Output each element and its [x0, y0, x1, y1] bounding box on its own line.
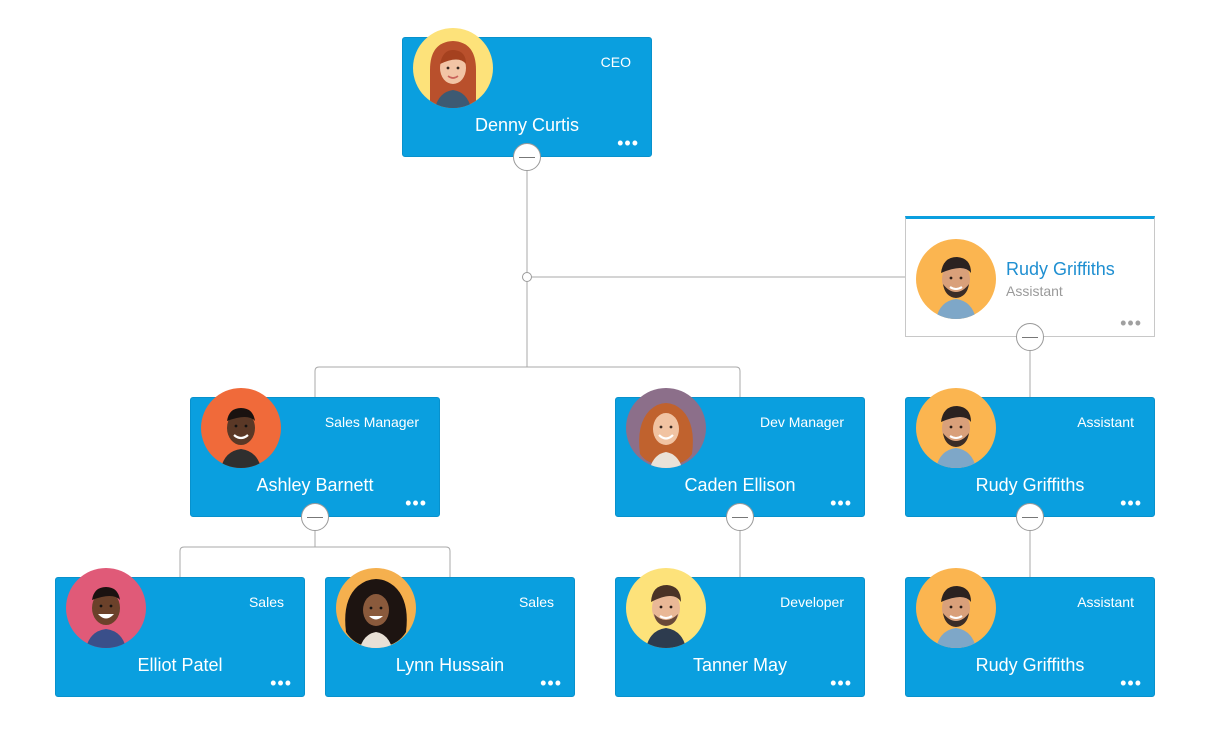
name-label: Rudy Griffiths — [975, 655, 1085, 675]
man-beard-avatar-icon — [916, 388, 996, 468]
avatar — [916, 239, 996, 319]
avatar — [201, 388, 281, 468]
role-label: Assistant — [1077, 594, 1134, 610]
name-label: Denny Curtis — [474, 115, 580, 135]
role-label: Dev Manager — [759, 414, 844, 430]
role-label: Assistant — [1077, 414, 1134, 430]
role-label: Assistant — [1006, 283, 1063, 299]
avatar — [66, 568, 146, 648]
name-label: Caden Ellison — [684, 475, 796, 495]
card-sales-lynn[interactable]: Sales Lynn Hussain ••• — [325, 568, 575, 697]
card-assistant-top[interactable]: Rudy Griffiths Assistant ••• — [905, 216, 1155, 337]
card-sales-manager[interactable]: Sales Manager Ashley Barnett ••• — [190, 388, 440, 517]
man-dark-skin-avatar-icon — [201, 388, 281, 468]
man-beard-avatar-icon — [916, 239, 996, 319]
more-options-icon[interactable]: ••• — [1120, 673, 1142, 693]
role-label: Sales — [248, 594, 284, 610]
more-options-icon[interactable]: ••• — [540, 673, 562, 693]
more-options-icon[interactable]: ••• — [1120, 493, 1142, 513]
connector-managers — [314, 366, 741, 397]
name-label: Rudy Griffiths — [1006, 259, 1115, 279]
man-smiling-avatar-icon — [66, 568, 146, 648]
more-options-icon[interactable]: ••• — [830, 493, 852, 513]
avatar — [336, 568, 416, 648]
collapse-toggle-dev-manager[interactable] — [726, 503, 754, 531]
card-assistant-mid[interactable]: Assistant Rudy Griffiths ••• — [905, 388, 1155, 517]
role-label: Sales — [518, 594, 554, 610]
more-options-icon[interactable]: ••• — [617, 133, 639, 153]
name-label: Lynn Hussain — [395, 655, 505, 675]
branch-dot — [522, 272, 532, 282]
collapse-toggle-assistant-top[interactable] — [1016, 323, 1044, 351]
collapse-toggle-assistant-mid[interactable] — [1016, 503, 1044, 531]
woman-curly-red-avatar-icon — [626, 388, 706, 468]
name-label: Tanner May — [692, 655, 788, 675]
more-options-icon[interactable]: ••• — [1120, 313, 1142, 333]
card-developer[interactable]: Developer Tanner May ••• — [615, 568, 865, 697]
connector-sales — [179, 546, 451, 577]
name-label: Rudy Griffiths — [975, 475, 1085, 495]
man-beard-avatar-icon — [916, 568, 996, 648]
avatar — [626, 388, 706, 468]
name-label: Elliot Patel — [137, 655, 223, 675]
card-assistant-bottom[interactable]: Assistant Rudy Griffiths ••• — [905, 568, 1155, 697]
avatar — [916, 388, 996, 468]
man-short-hair-avatar-icon — [626, 568, 706, 648]
role-label: Sales Manager — [324, 414, 419, 430]
avatar — [626, 568, 706, 648]
more-options-icon[interactable]: ••• — [270, 673, 292, 693]
avatar — [413, 28, 493, 108]
collapse-toggle-ceo[interactable] — [513, 143, 541, 171]
role-label: Developer — [780, 594, 844, 610]
card-sales-elliot[interactable]: Sales Elliot Patel ••• — [55, 568, 305, 697]
woman-red-hair-avatar-icon — [413, 28, 493, 108]
card-ceo[interactable]: CEO Denny Curtis ••• — [402, 28, 652, 157]
woman-curly-dark-avatar-icon — [336, 568, 416, 648]
name-label: Ashley Barnett — [256, 475, 374, 495]
more-options-icon[interactable]: ••• — [405, 493, 427, 513]
collapse-toggle-sales-manager[interactable] — [301, 503, 329, 531]
avatar — [916, 568, 996, 648]
role-label: CEO — [600, 54, 631, 70]
card-dev-manager[interactable]: Dev Manager Caden Ellison ••• — [615, 388, 865, 517]
more-options-icon[interactable]: ••• — [830, 673, 852, 693]
